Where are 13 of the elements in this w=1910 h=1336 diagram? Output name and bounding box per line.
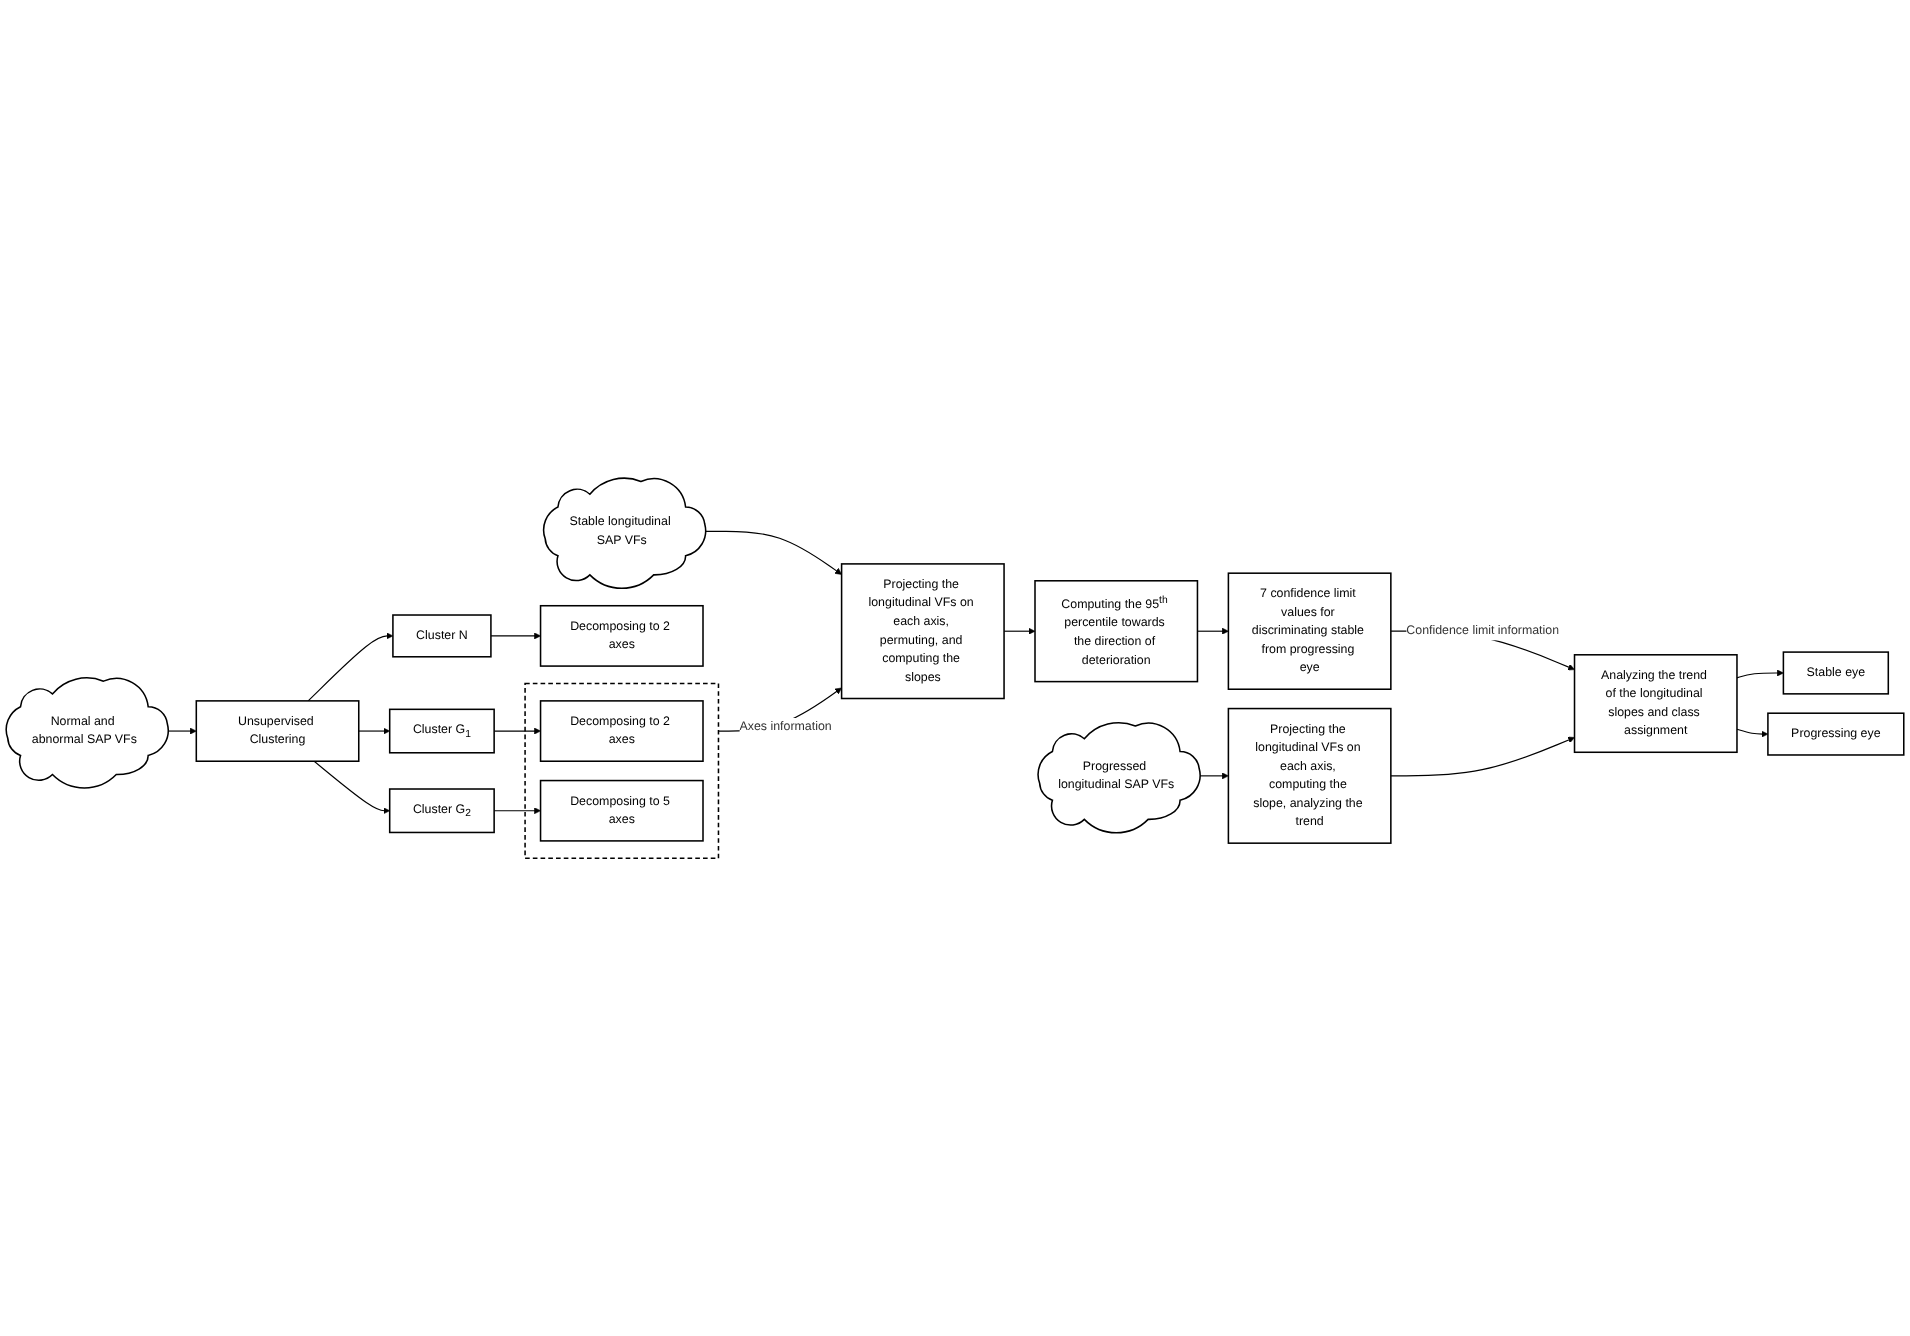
- arrow: [493, 807, 541, 814]
- cluster: [524, 682, 720, 859]
- arrow: [493, 727, 541, 735]
- arrow: [313, 760, 390, 814]
- arrow: [1196, 627, 1229, 635]
- arrow: [702, 530, 842, 575]
- arrow: [1390, 736, 1575, 777]
- arrow: [1736, 728, 1769, 738]
- arrow: [1736, 669, 1784, 679]
- arrow: [1003, 627, 1036, 635]
- arrow: [307, 632, 394, 702]
- arrow: [358, 727, 390, 735]
- arrow: [490, 632, 541, 640]
